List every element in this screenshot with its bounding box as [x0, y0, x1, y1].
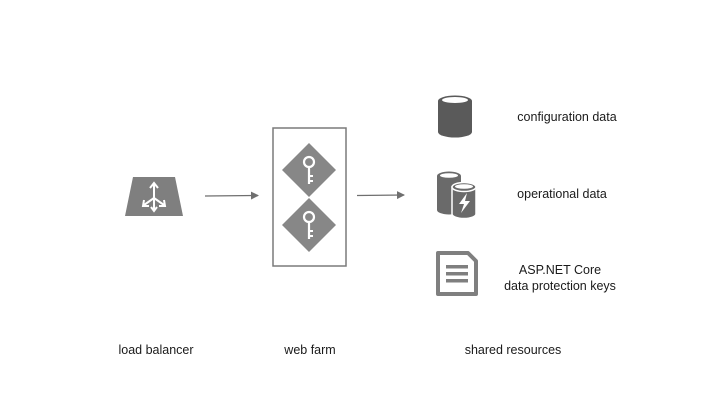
web-farm-box [272, 127, 347, 267]
web-server-key-icon [282, 143, 336, 197]
operational-database-icon [437, 171, 477, 220]
data-protection-keys-label-line2: data protection keys [504, 279, 616, 293]
shared-resources-label: shared resources [464, 343, 562, 357]
web-farm-label: web farm [284, 343, 336, 357]
load-balancer-label: load balancer [118, 343, 194, 357]
document-icon [436, 251, 478, 296]
database-icon [438, 95, 472, 138]
data-protection-keys-label-line1: ASP.NET Core [518, 263, 602, 277]
arrow-lb-to-webfarm [204, 191, 259, 200]
web-server-key-icon [282, 198, 336, 252]
operational-data-label: operational data [517, 187, 607, 201]
load-balancer-icon [125, 177, 183, 216]
arrow-webfarm-to-resources [356, 191, 405, 200]
data-protection-keys-label: ASP.NET Core data protection keys [492, 262, 628, 294]
configuration-data-label: configuration data [517, 110, 617, 124]
